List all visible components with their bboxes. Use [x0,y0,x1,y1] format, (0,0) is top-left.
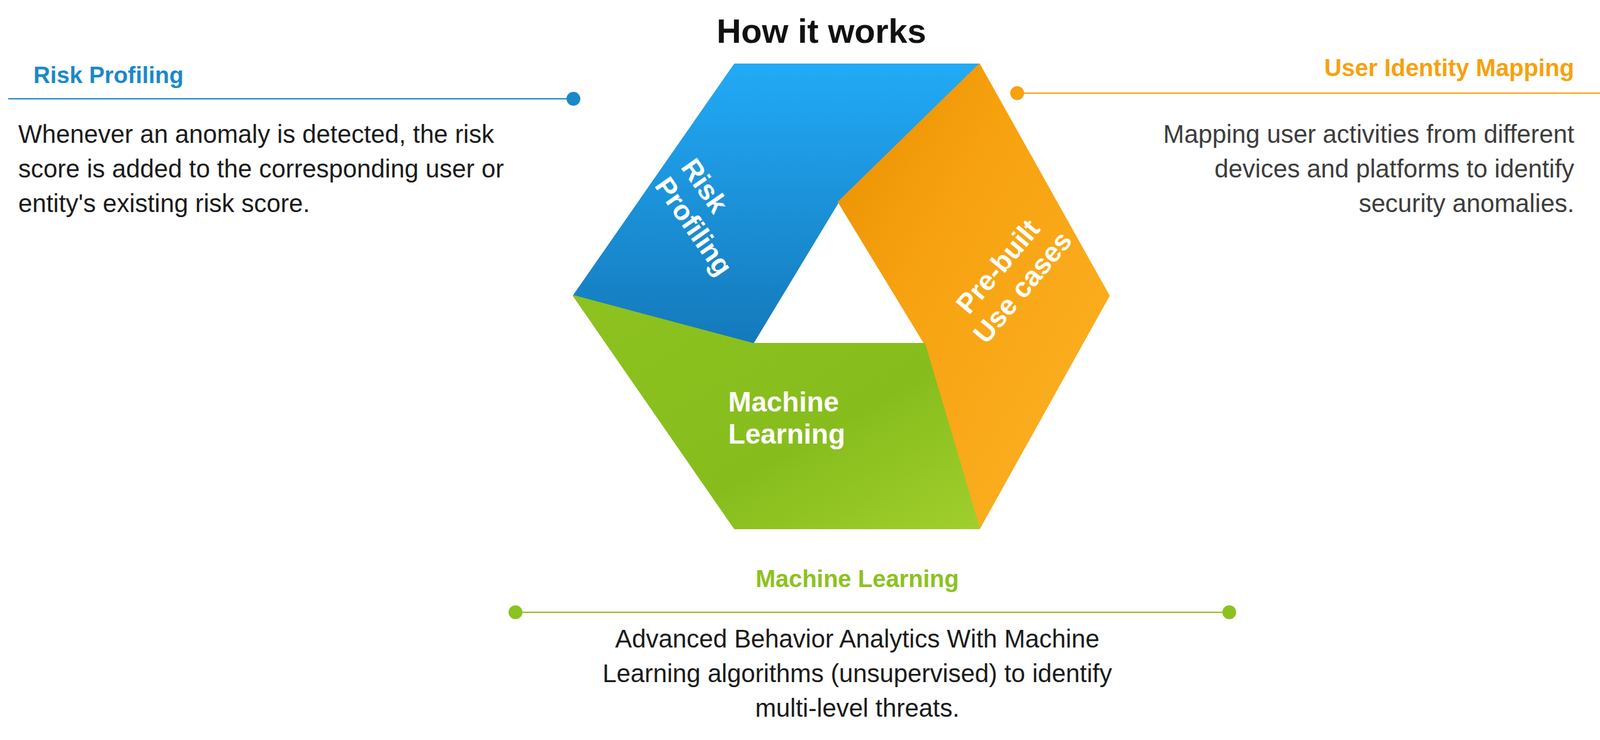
leader-dot [566,91,581,106]
band-label: Machine Learning [728,386,874,451]
band-outline [573,295,980,529]
callout-heading: Risk Profiling [33,61,184,90]
callout-text: Whenever an anomaly is detected, the ris… [18,117,551,221]
callout-text: Mapping user activities from different d… [1133,117,1575,221]
band-text-group: Machine Learning [728,386,874,451]
band-segment: Machine Learning [573,295,980,529]
diagram-title: How it works [716,11,926,51]
callout-text: Advanced Behavior Analytics With Machine… [570,621,1144,726]
leader-dot [1222,605,1237,620]
callout-heading: Machine Learning [755,565,959,595]
leader-line [8,98,574,100]
leader-dot [508,605,523,620]
leader-line [1017,92,1600,94]
leader-line [515,611,1230,614]
callout-heading: User Identity Mapping [1324,54,1575,84]
leader-dot [1010,86,1025,101]
